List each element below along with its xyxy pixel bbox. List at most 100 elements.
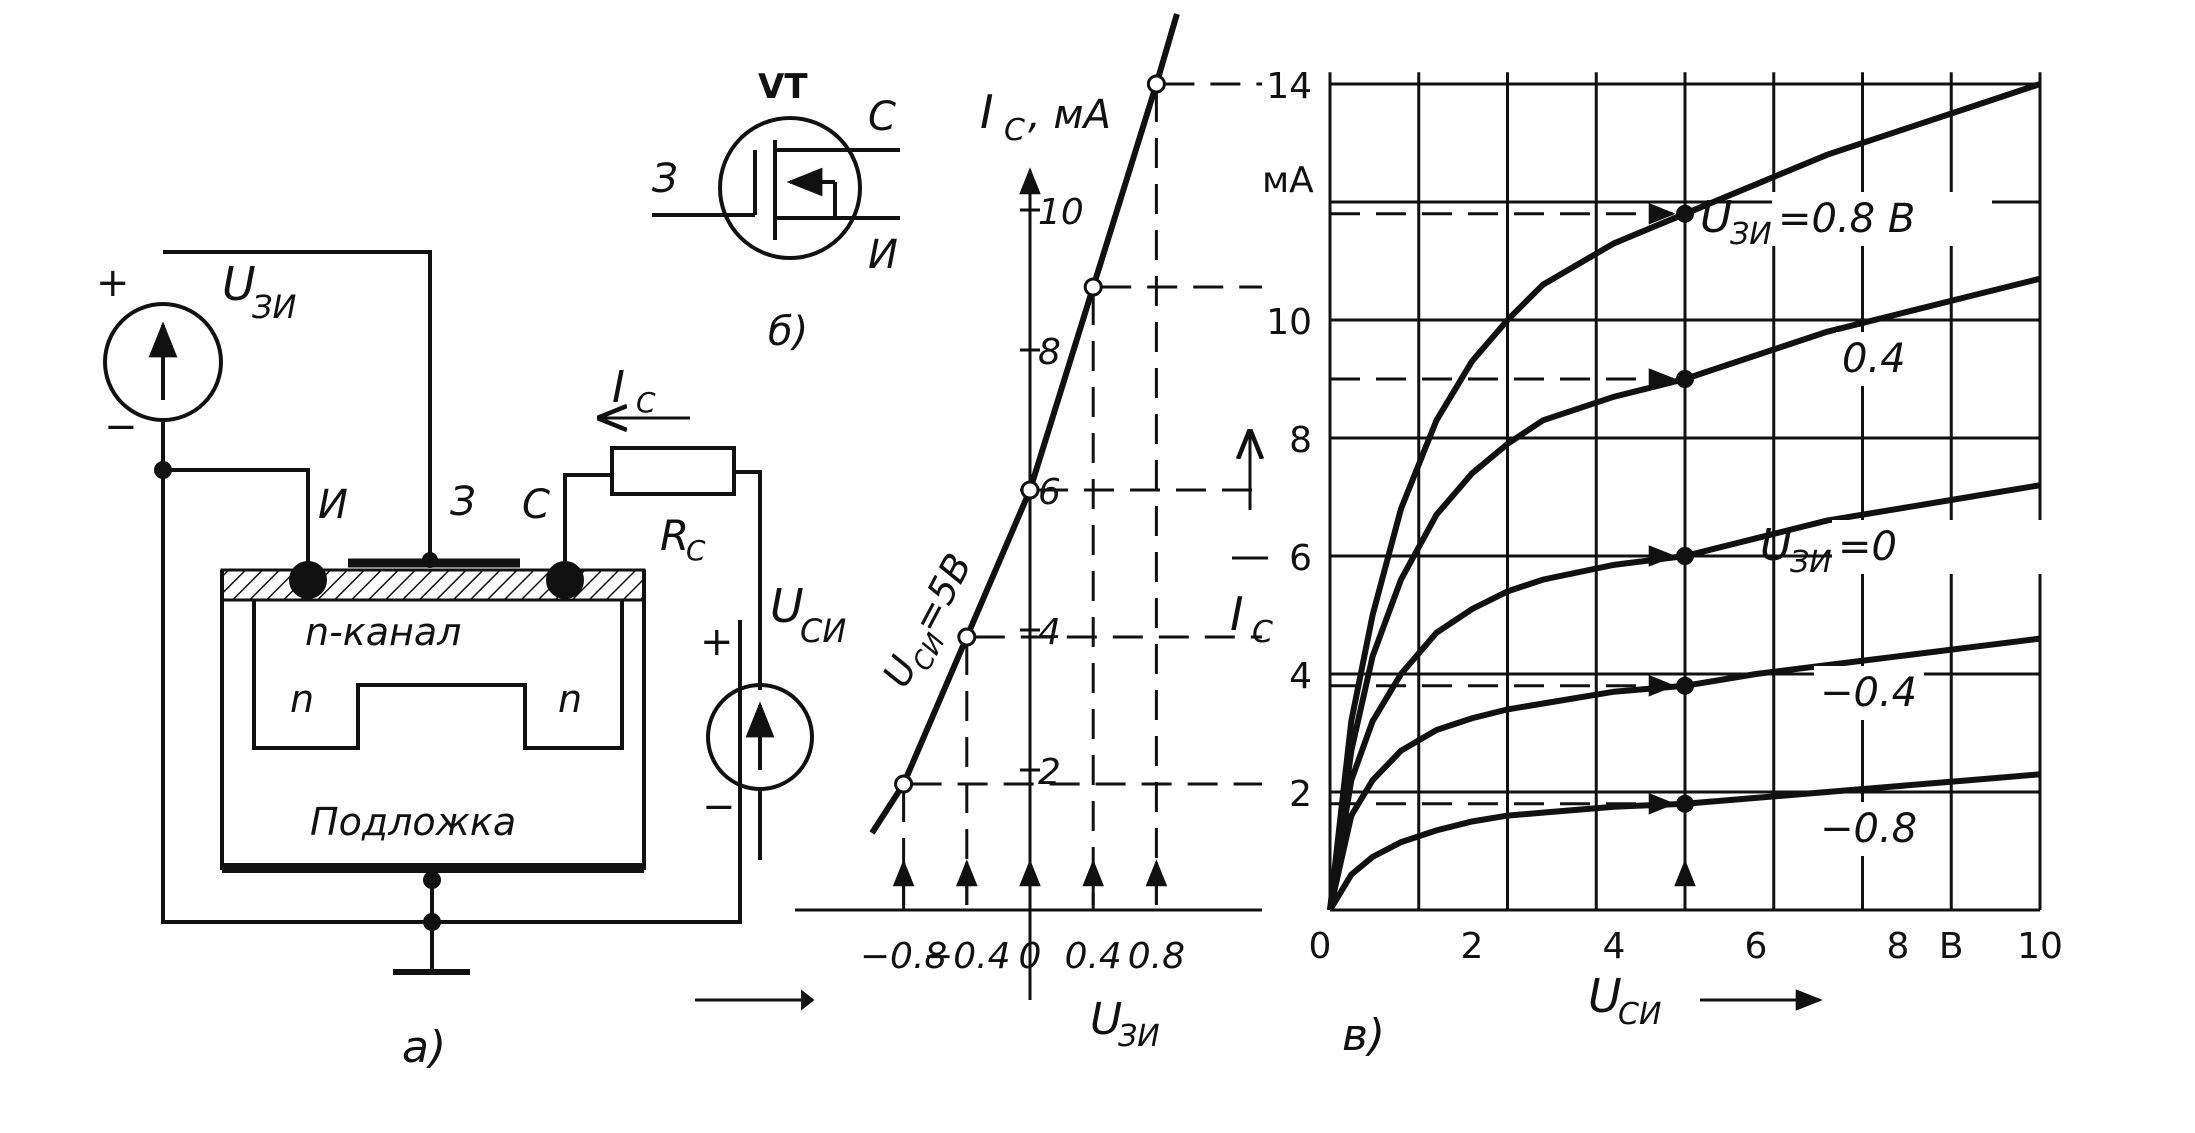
symbol-drain: С: [868, 94, 896, 140]
region-n-right: n: [558, 677, 582, 721]
output-y-tick-label: 14: [1266, 66, 1312, 107]
output-curve-0: [1327, 81, 2041, 911]
output-label-sub: ЗИ: [1790, 545, 1832, 580]
channel-label: n-канал: [305, 610, 461, 654]
output-label-main: U: [1700, 192, 1732, 243]
transfer-y-tick-label: 8: [1038, 332, 1061, 373]
transfer-side-current-sub: С: [1252, 615, 1273, 650]
transfer-point: [957, 627, 977, 647]
output-x-title: U: [1588, 969, 1622, 1023]
caption-c: в): [1342, 1010, 1385, 1061]
transfer-side-current: I: [1230, 587, 1244, 641]
output-y-unit: мА: [1262, 160, 1314, 201]
channel-boundary: [252, 600, 624, 750]
output-label-sub: ЗИ: [1730, 217, 1772, 252]
output-label-bg: [1832, 520, 2052, 574]
wire-source-left: [161, 420, 310, 572]
drain-voltage-source: [706, 683, 814, 791]
terminal-source-label: И: [318, 482, 348, 528]
drain-source-plus: +: [700, 619, 734, 665]
drain-voltage-label: U: [770, 579, 804, 633]
output-label-value: −0.4: [1820, 670, 1917, 716]
gate-voltage-source: [103, 302, 223, 422]
output-label-value: =0.8 В: [1778, 196, 1915, 242]
caption-a: а): [402, 1022, 446, 1073]
transfer-x-title-sub: ЗИ: [1118, 1019, 1160, 1054]
wire-gate-top: [163, 250, 432, 558]
transistor-symbol: [652, 116, 900, 260]
transfer-point: [1083, 277, 1103, 297]
circuit-diagram: [103, 250, 814, 975]
transfer-y-tick-label: 4: [1038, 612, 1061, 653]
output-label-value: =0: [1838, 524, 1897, 570]
transfer-x-tick-label: 0: [1019, 936, 1042, 977]
drain-source-minus: −: [702, 784, 736, 830]
output-point: [1676, 547, 1694, 565]
output-x-tick-label: 10: [2017, 926, 2063, 967]
transfer-point: [1146, 74, 1166, 94]
wire-resistor-right: [734, 470, 762, 690]
transfer-point: [1020, 480, 1040, 500]
output-y-tick-label: 2: [1289, 774, 1312, 815]
wire-drain: [563, 473, 612, 572]
gate-source-minus: −: [104, 404, 138, 450]
transfer-x-tick-label: −0.8: [860, 936, 947, 977]
symbol-name: VT: [758, 67, 808, 107]
source-contact: [289, 561, 327, 599]
output-point: [1676, 676, 1694, 695]
gate-source-plus: +: [96, 260, 130, 306]
drain-voltage-sub: СИ: [800, 612, 846, 650]
output-extra-labels: мА U СИ в): [1262, 160, 1661, 1061]
gate-voltage-label: U: [222, 257, 256, 311]
current-label: I: [612, 362, 625, 413]
resistor-label-sub: С: [686, 534, 706, 567]
caption-b: б): [768, 309, 808, 355]
terminal-gate-label: З: [450, 479, 476, 525]
drain-resistor: [610, 446, 736, 496]
region-n-left: n: [290, 677, 314, 721]
output-label-main: U: [1760, 520, 1792, 571]
circuit-labels: + − U ЗИ I С R С + − U СИ И З С n-канал …: [96, 257, 846, 1073]
output-x-tick-label: 2: [1461, 926, 1484, 967]
output-label-value: 0.4: [1842, 336, 1906, 382]
terminal-drain-label: С: [522, 482, 550, 528]
output-x-tick-label: 0: [1309, 926, 1332, 967]
output-label-bg: [1814, 666, 1924, 720]
output-x-tick-label: 6: [1745, 926, 1768, 967]
output-x-tick-label: 8: [1887, 926, 1910, 967]
output-y-tick-label: 4: [1289, 656, 1312, 697]
output-curve-1: [1327, 275, 2041, 911]
output-y-tick-label: 10: [1266, 302, 1312, 343]
transfer-x-tick-label: 0.4: [1065, 936, 1122, 977]
output-y-tick-label: 8: [1289, 420, 1312, 461]
output-curve-3: [1327, 635, 2041, 911]
transfer-x-tick-label: −0.4: [923, 936, 1010, 977]
gate-voltage-sub: ЗИ: [252, 288, 297, 326]
output-x-tick-label: В: [1939, 926, 1964, 967]
transfer-y-title-unit: , мА: [1028, 92, 1111, 138]
output-y-tick-label: 6: [1289, 538, 1312, 579]
symbol-source: И: [868, 232, 898, 278]
transfer-y-tick-label: 6: [1038, 472, 1061, 513]
output-x-tick-label: 4: [1603, 926, 1626, 967]
output-label-bg: [1814, 802, 1924, 856]
transfer-x-title: U: [1090, 994, 1122, 1045]
transfer-x-tick-label: 0.8: [1128, 936, 1185, 977]
wire-left-bottom: [161, 470, 742, 924]
drain-contact: [546, 561, 584, 599]
transfer-y-tick-label: 10: [1038, 192, 1084, 233]
transfer-y-title: I: [980, 85, 994, 139]
output-curve-2: [1327, 482, 2041, 911]
resistor-label: R: [660, 511, 689, 560]
output-x-title-sub: СИ: [1618, 997, 1661, 1032]
transfer-y-title-sub: С: [1004, 113, 1025, 148]
current-label-sub: С: [636, 386, 656, 419]
symbol-labels: VT С З И б): [652, 67, 898, 355]
output-label-bg: [1772, 192, 1992, 246]
output-curve-4: [1327, 771, 2041, 912]
output-label-value: −0.8: [1820, 806, 1917, 852]
substrate-label: Подложка: [310, 800, 516, 844]
